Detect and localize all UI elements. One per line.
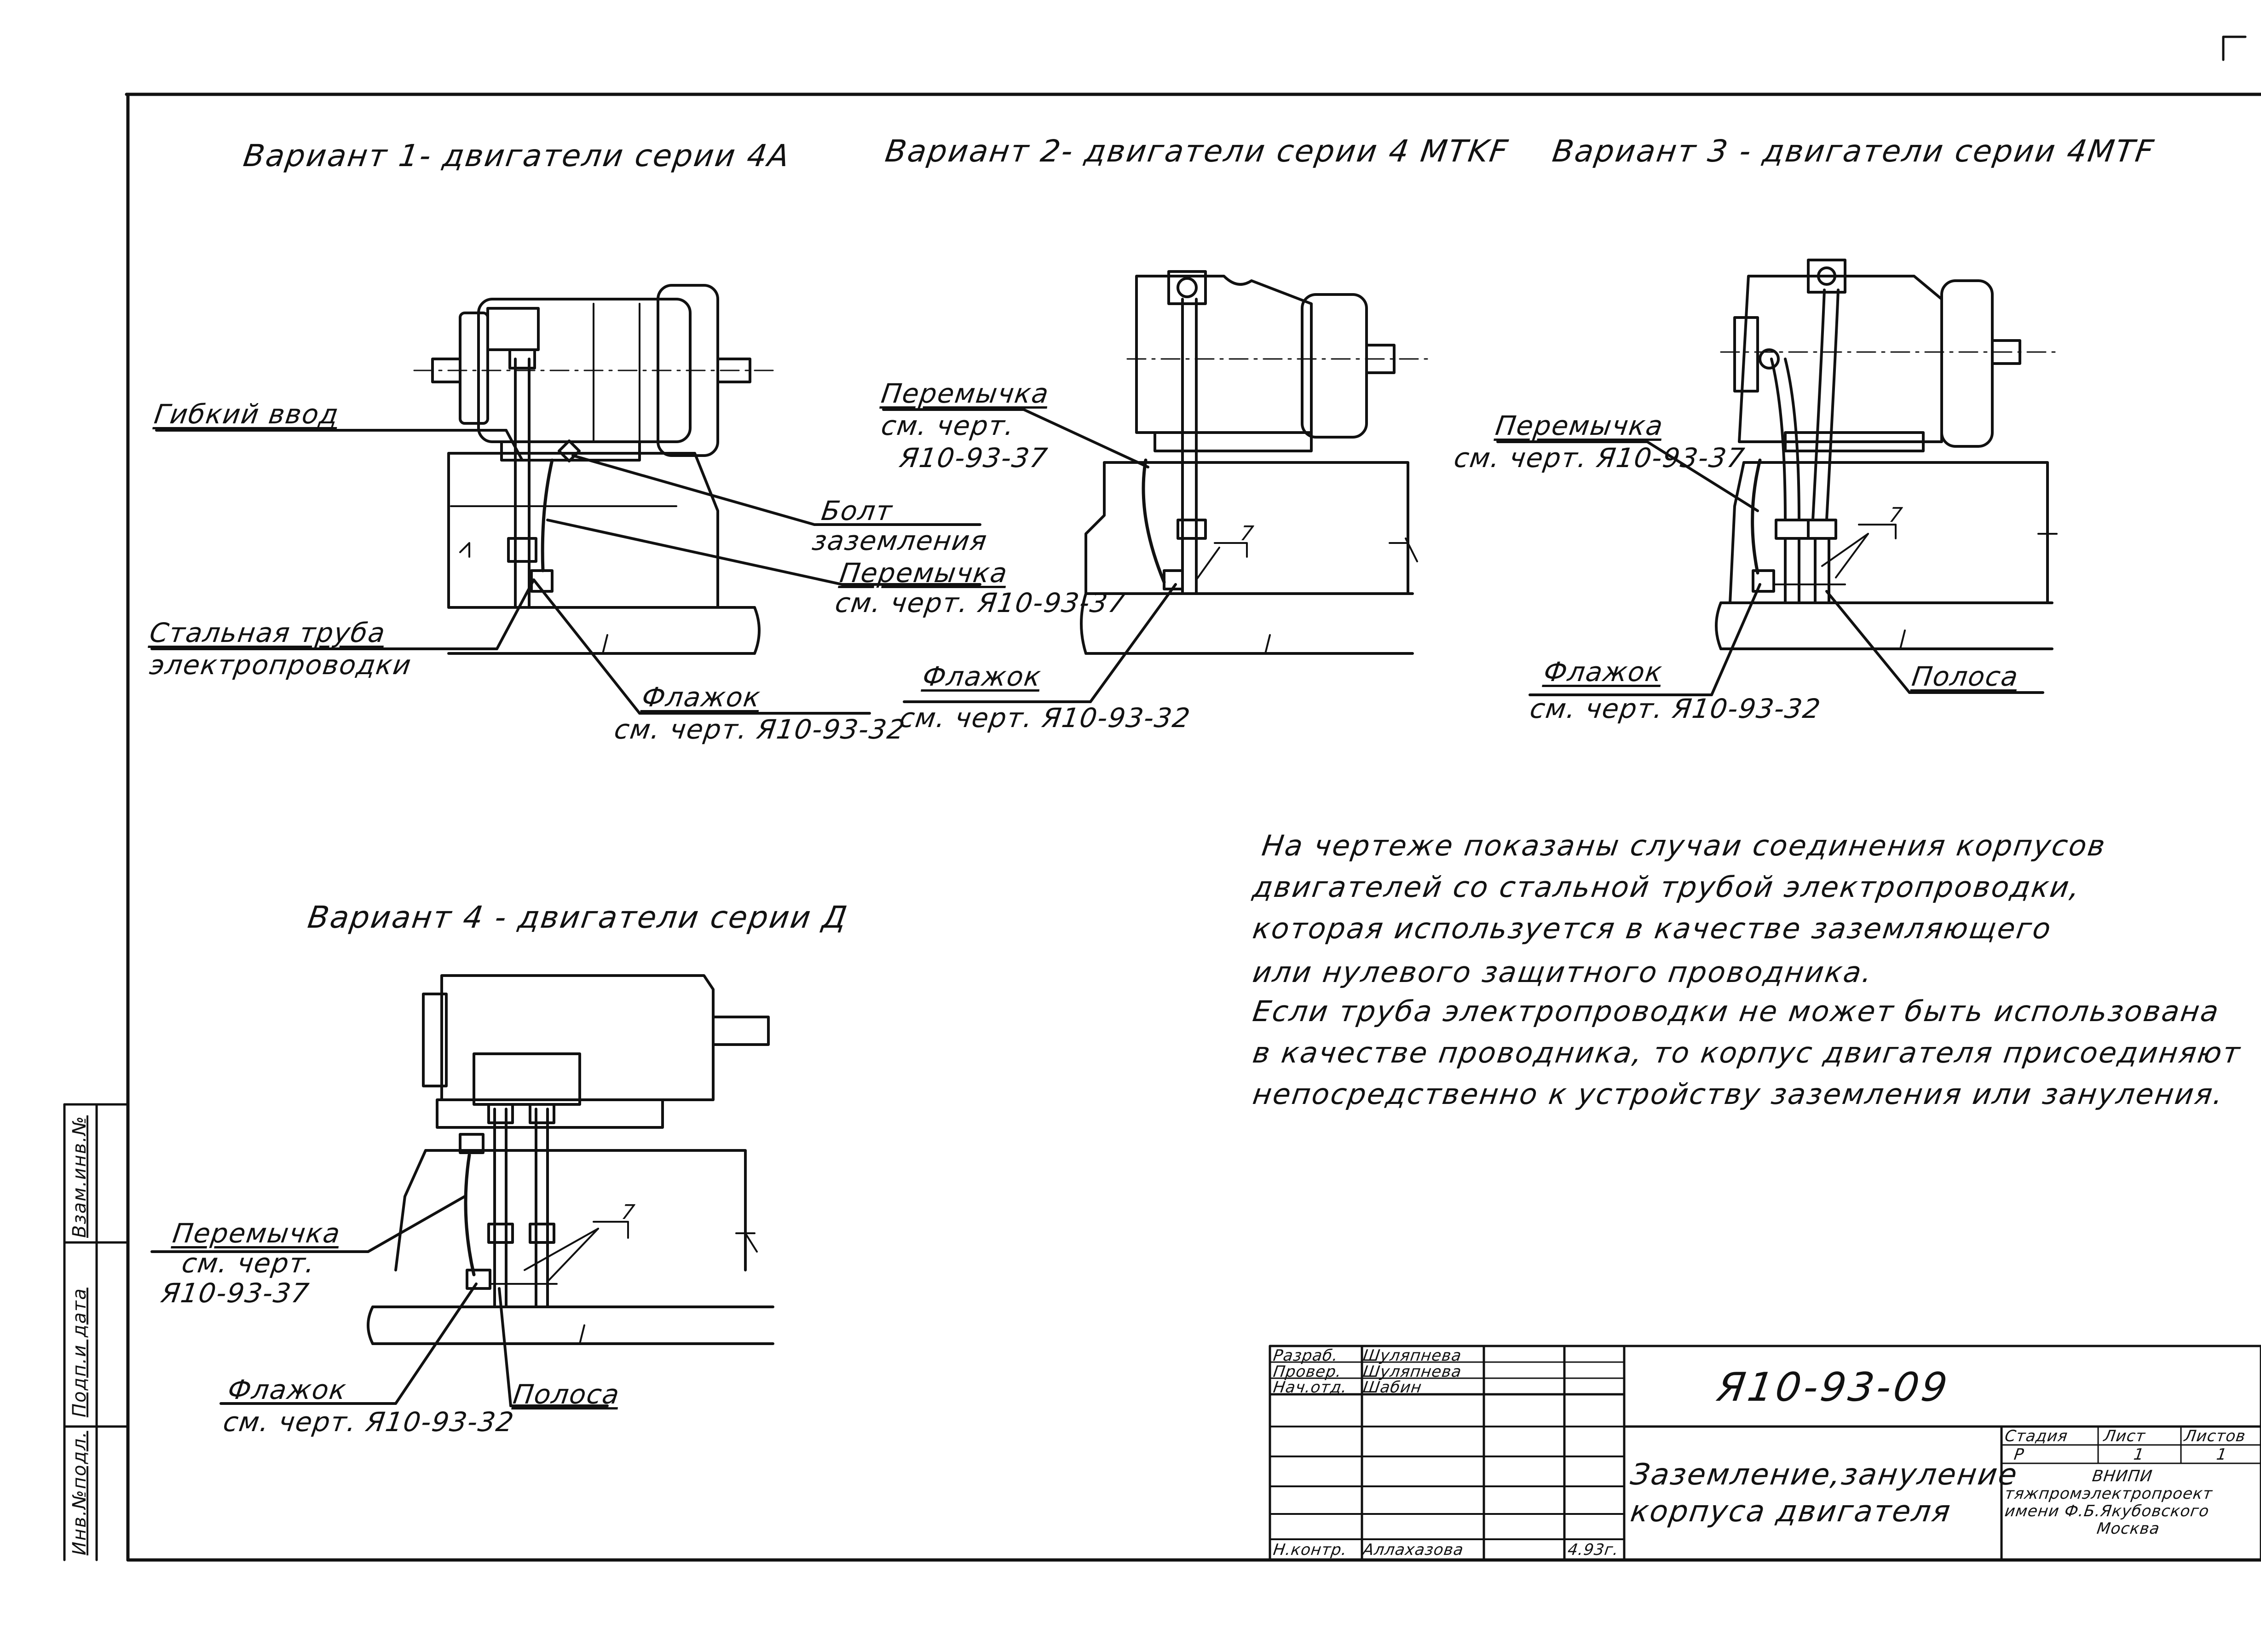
v2-jumper-label-3: Я10-93-37 (898, 442, 1050, 474)
variant-1-drawing (150, 284, 981, 715)
variant-2-drawing (882, 270, 1432, 703)
sheet-header: Лист (2102, 1427, 2147, 1445)
org-line-2: тяжпромэлектропроект (2003, 1484, 2214, 1503)
variant-1-title: Вариант 1- двигатели серии 4А (241, 138, 793, 173)
v1-flex-entry-label: Гибкий ввод (152, 399, 341, 430)
v1-bolt-label-1: Болт (819, 495, 895, 526)
tb-role-4: Н.контр. (1272, 1541, 1349, 1559)
side-stamp-sign-date: Подп.и дата (69, 1288, 90, 1417)
v4-jumper-label-3: Я10-93-37 (159, 1277, 312, 1309)
v3-flag-label-2: см. черт. Я10-93-32 (1528, 693, 1823, 724)
side-stamp-replaced-inv: Взам.инв.№ (69, 1115, 90, 1238)
title-block-grid (1269, 1345, 2261, 1561)
v4-flag-label-2: см. черт. Я10-93-32 (221, 1406, 517, 1438)
variant-2-title: Вариант 2- двигатели серии 4 MTKF (883, 133, 1511, 169)
sheets-header: Листов (2183, 1427, 2247, 1445)
v1-steel-pipe-label-2: электропроводки (148, 649, 414, 681)
v4-jumper-label-1: Перемычка (171, 1218, 343, 1249)
drawing-name-2: корпуса двигателя (1628, 1495, 1954, 1529)
v1-steel-pipe-label-1: Стальная труба (148, 617, 388, 648)
org-line-4: Москва (2095, 1519, 2161, 1538)
v3-flag-label-1: Флажок (1542, 656, 1665, 687)
note-line-1: На чертеже показаны случаи соединения ко… (1260, 829, 2109, 862)
v2-jumper-label-2: см. черт. (879, 410, 1017, 441)
stage-header: Стадия (2003, 1427, 2069, 1445)
variant-3-title: Вариант 3 - двигатели серии 4MTF (1550, 133, 2157, 169)
org-line-1: ВНИПИ (2091, 1467, 2154, 1485)
sheet-frame (63, 35, 2261, 1562)
side-stamp-inv-original: Инв.№подл. (69, 1431, 90, 1555)
v1-jumper-label-1: Перемычка (838, 557, 1010, 589)
variant-4-drawing (150, 974, 774, 1407)
v4-jumper-label-2: см. черт. (180, 1248, 318, 1279)
v4-strip-label: Полоса (511, 1379, 622, 1410)
v3-strip-label: Полоса (1910, 661, 2021, 692)
v1-flag-label-1: Флажок (640, 682, 763, 713)
tb-date: 4.93г. (1566, 1541, 1620, 1559)
note-line-2: двигателей со стальной трубой электропро… (1251, 870, 2083, 904)
v1-jumper-label-2: см. черт. Я10-93-37 (833, 587, 1129, 618)
v3-jumper-label-1: Перемычка (1494, 410, 1666, 441)
v2-flag-label-2: см. черт. Я10-93-32 (898, 702, 1193, 734)
v1-flag-label-2: см. черт. Я10-93-32 (612, 714, 908, 745)
note-line-5: Если труба электропроводки не может быть… (1251, 994, 2222, 1028)
drawing-name-1: Заземление,зануление (1628, 1458, 2021, 1492)
note-line-7: непосредственно к устройству заземления … (1251, 1077, 2226, 1111)
note-line-3: которая используется в качестве заземляю… (1251, 912, 2054, 945)
v1-bolt-label-2: заземления (810, 525, 990, 556)
variant-4-title: Вариант 4 - двигатели серии Д (306, 900, 851, 935)
tb-name-2: Шуляпнева (1361, 1363, 1463, 1381)
note-line-6: в качестве проводника, то корпус двигате… (1251, 1036, 2244, 1069)
note-line-4: или нулевого защитного проводника. (1251, 955, 1875, 989)
drawing-code: Я10-93-09 (1714, 1364, 1953, 1410)
tb-role-2: Провер. (1272, 1363, 1343, 1381)
v4-flag-label-1: Флажок (226, 1374, 349, 1405)
tb-name-3: Шабин (1361, 1378, 1423, 1397)
org-line-3: имени Ф.Б.Якубовского (2003, 1502, 2211, 1520)
v2-flag-label-1: Флажок (921, 661, 1044, 692)
tb-name-1: Шуляпнева (1361, 1346, 1463, 1365)
tb-role-1: Разраб. (1272, 1346, 1339, 1365)
variant-3-drawing (1496, 259, 2058, 696)
tb-name-4: Аллахазова (1361, 1541, 1465, 1559)
v3-jumper-label-2: см. черт. Я10-93-37 (1452, 442, 1748, 474)
tb-role-3: Нач.отд. (1272, 1378, 1349, 1397)
v2-jumper-label-1: Перемычка (879, 378, 1051, 409)
